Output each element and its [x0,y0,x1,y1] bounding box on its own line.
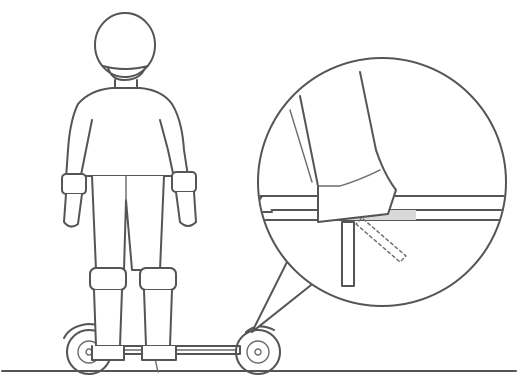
legs [92,176,164,270]
front-wheel [236,330,280,374]
left-cuff [62,174,86,194]
right-shin [144,290,172,346]
rider [62,13,196,360]
neck [115,80,137,88]
left-shoe [92,346,124,360]
left-hand [64,194,82,227]
right-shoe [142,346,176,360]
left-shin [94,290,122,346]
right-cuff [172,172,196,192]
detail-kickstand-upright [342,222,354,286]
left-knee-pad [90,268,126,290]
right-hand [176,192,196,226]
detail-callout [250,58,520,332]
right-knee-pad [140,268,176,290]
